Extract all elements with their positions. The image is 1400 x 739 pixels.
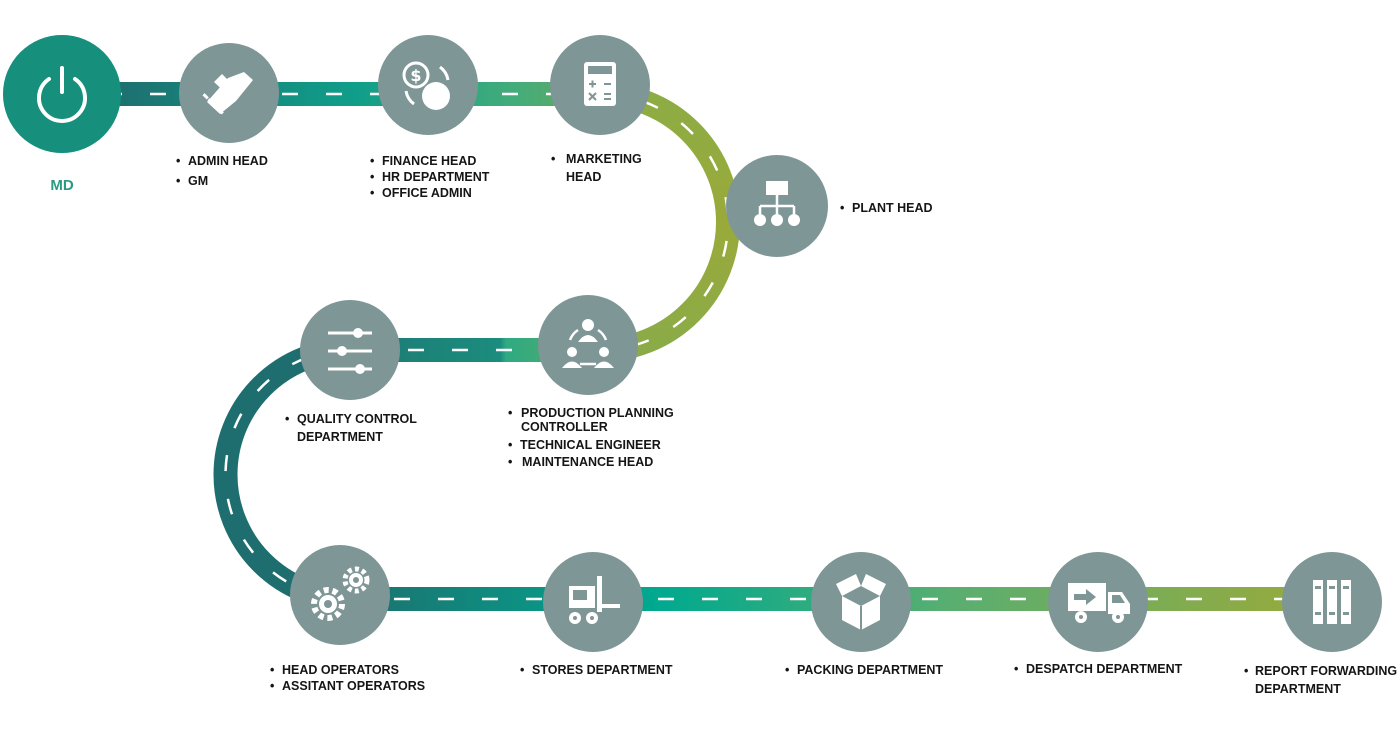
label-plant-head: PLANT HEAD [840, 200, 933, 216]
label-item: REPORT FORWARDING [1244, 663, 1397, 679]
power-icon [37, 66, 87, 123]
label-item: GM [176, 173, 268, 189]
md-label: MD [50, 177, 74, 194]
label-item: MAINTENANCE HEAD [508, 454, 674, 470]
label-admin: ADMIN HEAD GM [176, 153, 268, 189]
lane-dash-left [224, 348, 351, 601]
node-packing [811, 552, 911, 652]
label-item: DEPARTMENT [297, 430, 383, 444]
forklift-icon [569, 576, 620, 624]
label-finance: FINANCE HEAD HR DEPARTMENT OFFICE ADMIN [370, 153, 489, 201]
label-item: DEPARTMENT [1255, 682, 1341, 696]
label-item: QUALITY CONTROL [285, 411, 417, 427]
label-packing: PACKING DEPARTMENT [785, 662, 943, 678]
team-icon [562, 319, 614, 368]
handshake-icon [202, 72, 253, 115]
label-item: CONTROLLER [521, 420, 608, 434]
calculator-icon [584, 62, 616, 106]
delivery-truck-icon [1068, 583, 1130, 623]
label-item: STORES DEPARTMENT [520, 662, 673, 678]
label-item: ADMIN HEAD [176, 153, 268, 169]
label-production: PRODUCTION PLANNING CONTROLLER TECHNICAL… [508, 405, 674, 470]
label-item: PRODUCTION PLANNING [508, 405, 674, 421]
node-production [538, 295, 638, 395]
label-operators: HEAD OPERATORS ASSITANT OPERATORS [270, 662, 425, 694]
label-despatch: DESPATCH DEPARTMENT [1014, 661, 1182, 677]
gears-icon [311, 566, 370, 621]
label-report: REPORT FORWARDING DEPARTMENT [1244, 663, 1397, 697]
label-item: DESPATCH DEPARTMENT [1014, 661, 1182, 677]
label-quality: QUALITY CONTROL DEPARTMENT [285, 411, 417, 445]
node-operators [290, 545, 390, 645]
label-item: HEAD [566, 170, 602, 184]
road-curve-right [599, 82, 740, 362]
sliders-icon [328, 328, 372, 374]
md-node [3, 35, 121, 153]
label-marketing: MARKETING HEAD [551, 151, 642, 185]
hierarchy-icon [754, 181, 800, 226]
label-item: HEAD OPERATORS [270, 662, 425, 678]
label-item: MARKETING [551, 151, 642, 167]
label-stores: STORES DEPARTMENT [520, 662, 673, 678]
label-item: HR DEPARTMENT [370, 169, 489, 185]
money-exchange-icon: $ [402, 61, 450, 110]
label-item: TECHNICAL ENGINEER [508, 437, 674, 453]
label-item: PACKING DEPARTMENT [785, 662, 943, 678]
box-icon [836, 574, 886, 630]
svg-text:$: $ [410, 66, 421, 85]
binders-icon [1313, 580, 1351, 624]
label-item: ASSITANT OPERATORS [270, 678, 425, 694]
label-item: OFFICE ADMIN [370, 185, 489, 201]
label-item: PLANT HEAD [840, 200, 933, 216]
label-item: FINANCE HEAD [370, 153, 489, 169]
